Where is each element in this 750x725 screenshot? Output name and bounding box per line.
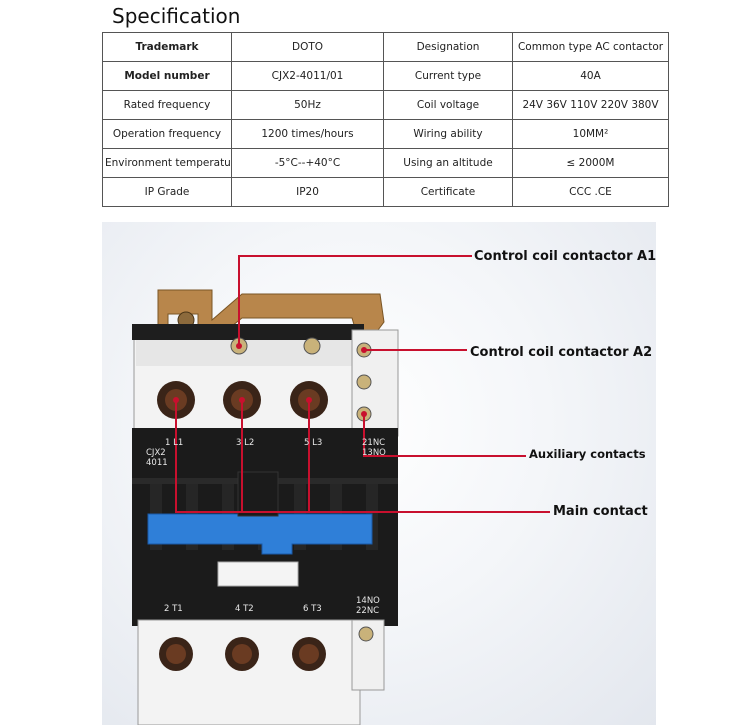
table-cell: Wiring ability [383,119,513,149]
table-cell: Using an altitude [383,148,513,178]
table-cell: Current type [383,61,513,91]
contactor-photo [102,222,656,725]
aux-label-22nc: 22NC [356,606,380,616]
table-cell: 40A [512,61,669,91]
aux-label-14no: 14NO [356,596,380,606]
table-cell: 10MM² [512,119,669,149]
table-cell: IP20 [231,177,384,207]
table-row: Environment temperature -5°C--+40°C Usin… [102,148,669,178]
callout-lines [175,255,550,513]
specification-table: Trademark DOTO Designation Common type A… [102,32,669,207]
terminal-label-t1: 2 T1 [164,604,183,614]
table-cell: ≤ 2000M [512,148,669,178]
contactor-illustration [132,255,550,725]
bottom-housing [137,619,361,725]
aux-label-13no: 13NO [362,448,386,458]
table-cell: Operation frequency [102,119,232,149]
terminal-label-t2: 4 T2 [235,604,254,614]
table-cell: DOTO [231,32,384,62]
terminal-label-t3: 6 T3 [303,604,322,614]
callout-line-main [175,400,550,513]
table-row: Trademark DOTO Designation Common type A… [102,32,669,62]
table-cell: Coil voltage [383,90,513,120]
table-cell: 1200 times/hours [231,119,384,149]
table-cell: -5°C--+40°C [231,148,384,178]
table-cell: Model number [102,61,232,91]
callout-line-aux [363,414,526,457]
page-title: Specification [112,4,241,28]
terminal-label-l1: 1 L1 [165,438,184,448]
table-row: Model number CJX2-4011/01 Current type 4… [102,61,669,91]
aux-label-21nc: 21NC [362,438,386,448]
callout-line-a1 [238,255,472,346]
table-row: Operation frequency 1200 times/hours Wir… [102,119,669,149]
indicator-window [217,561,299,587]
table-cell: 24V 36V 110V 220V 380V [512,90,669,120]
table-cell: CCC .CE [512,177,669,207]
callout-a1: Control coil contactor A1 [474,249,657,264]
callout-main-contact: Main contact [553,504,648,519]
table-cell: Rated frequency [102,90,232,120]
table-cell: Certificate [383,177,513,207]
terminal-label-l2: 3 L2 [236,438,255,448]
model-label-1: CJX2 [146,448,166,458]
model-label-2: 4011 [146,458,168,468]
table-cell: Environment temperature [102,148,232,178]
table-cell: Trademark [102,32,232,62]
table-cell: Designation [383,32,513,62]
table-cell: CJX2-4011/01 [231,61,384,91]
main-terminals-bottom [159,637,326,671]
table-row: IP Grade IP20 Certificate CCC .CE [102,177,669,207]
table-row: Rated frequency 50Hz Coil voltage 24V 36… [102,90,669,120]
terminal-label-l3: 5 L3 [304,438,323,448]
table-cell: Common type AC contactor [512,32,669,62]
table-cell: IP Grade [102,177,232,207]
blue-actuator [147,513,373,555]
callout-a2: Control coil contactor A2 [470,345,653,360]
callout-auxiliary-contacts: Auxiliary contacts [529,447,646,461]
table-cell: 50Hz [231,90,384,120]
main-terminals-top [157,381,328,419]
